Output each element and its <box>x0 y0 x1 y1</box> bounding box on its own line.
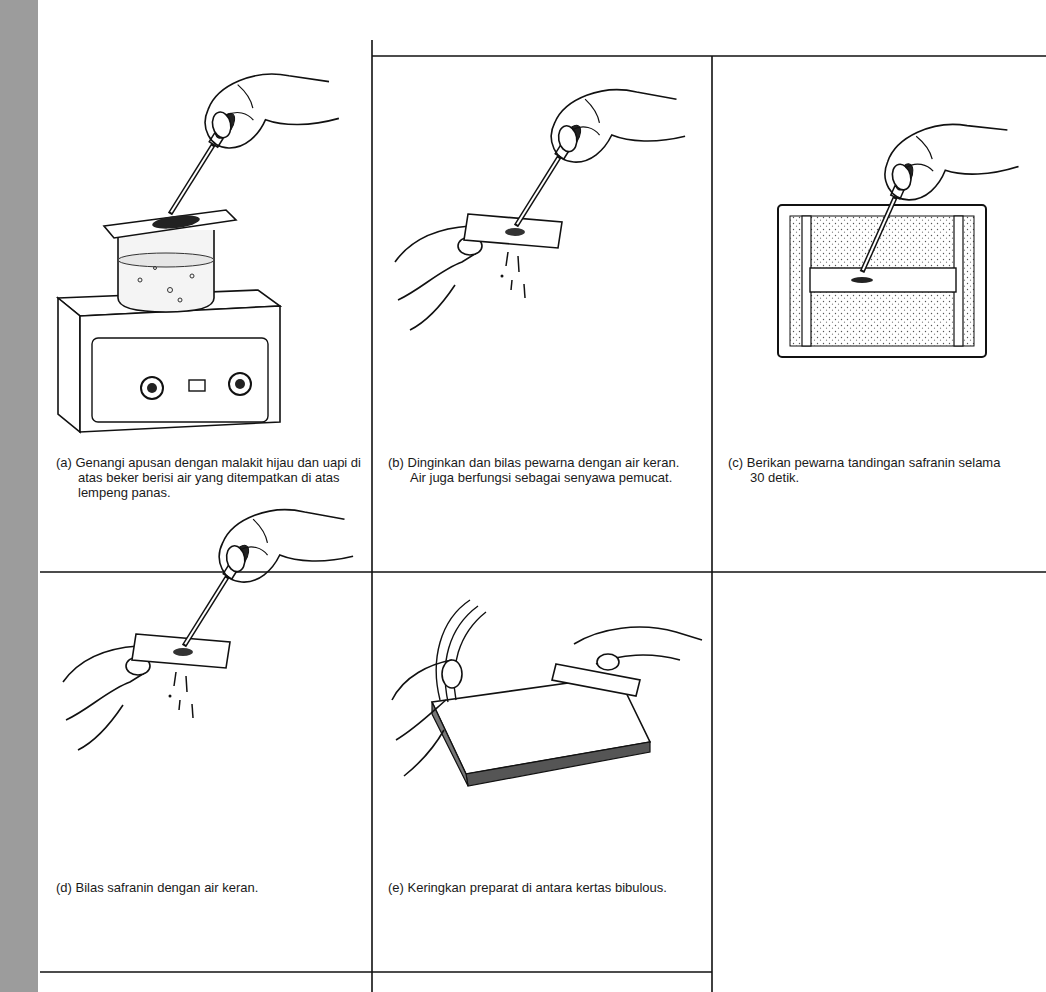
rinse-scene <box>395 78 686 330</box>
smear <box>851 277 873 283</box>
paper-edge <box>432 702 468 786</box>
panel-caption: (c) Berikan pewarna tandingan safranin s… <box>728 455 1018 485</box>
panel-caption: (a) Genangi apusan dengan malakit hijau … <box>56 455 361 500</box>
panel-cell: (c) Berikan pewarna tandingan safranin s… <box>712 56 1046 572</box>
tray-bottom <box>790 216 974 346</box>
slide <box>810 268 956 292</box>
knob <box>141 377 163 399</box>
panel-caption: (d) Bilas safranin dengan air keran. <box>56 880 346 895</box>
hot-plate-side <box>58 298 80 432</box>
hot-plate-front <box>80 306 280 432</box>
grid-line <box>372 55 1046 57</box>
panel-caption: (b) Dinginkan dan bilas pewarna dengan a… <box>388 455 688 485</box>
panel-cell: (e) Keringkan preparat di antara kertas … <box>372 572 712 972</box>
panel-cell: (a) Genangi apusan dengan malakit hijau … <box>40 40 372 572</box>
grid-line <box>40 571 1046 573</box>
blotting-scene <box>392 600 702 786</box>
staining-tray-scene <box>778 109 1020 357</box>
grid-line <box>40 971 712 973</box>
hand <box>197 61 340 153</box>
margin-bar <box>0 0 38 992</box>
panel-caption: (e) Keringkan preparat di antara kertas … <box>388 880 688 895</box>
beaker <box>118 230 214 312</box>
hand <box>876 109 1020 205</box>
hand <box>574 627 702 664</box>
grid-line <box>711 56 713 992</box>
knob <box>147 383 157 393</box>
grid-line <box>371 40 373 992</box>
knob <box>229 373 251 395</box>
paper-edge <box>466 742 650 786</box>
slide <box>552 664 640 696</box>
smear <box>151 213 200 231</box>
indicator <box>189 380 205 391</box>
rinse-scene <box>63 498 354 750</box>
knob <box>235 379 245 389</box>
bubbles <box>138 267 194 303</box>
panel-cell: (b) Dinginkan dan bilas pewarna dengan a… <box>372 56 712 572</box>
control-panel <box>92 338 268 422</box>
slide <box>104 210 236 238</box>
finger <box>597 654 619 670</box>
thumb <box>442 660 462 688</box>
lifted-pages <box>436 600 486 702</box>
hot-plate-scene <box>58 61 340 432</box>
water-surface <box>118 253 214 267</box>
panel-cell: (d) Bilas safranin dengan air keran. <box>40 572 372 972</box>
panel-grid <box>40 40 1046 992</box>
